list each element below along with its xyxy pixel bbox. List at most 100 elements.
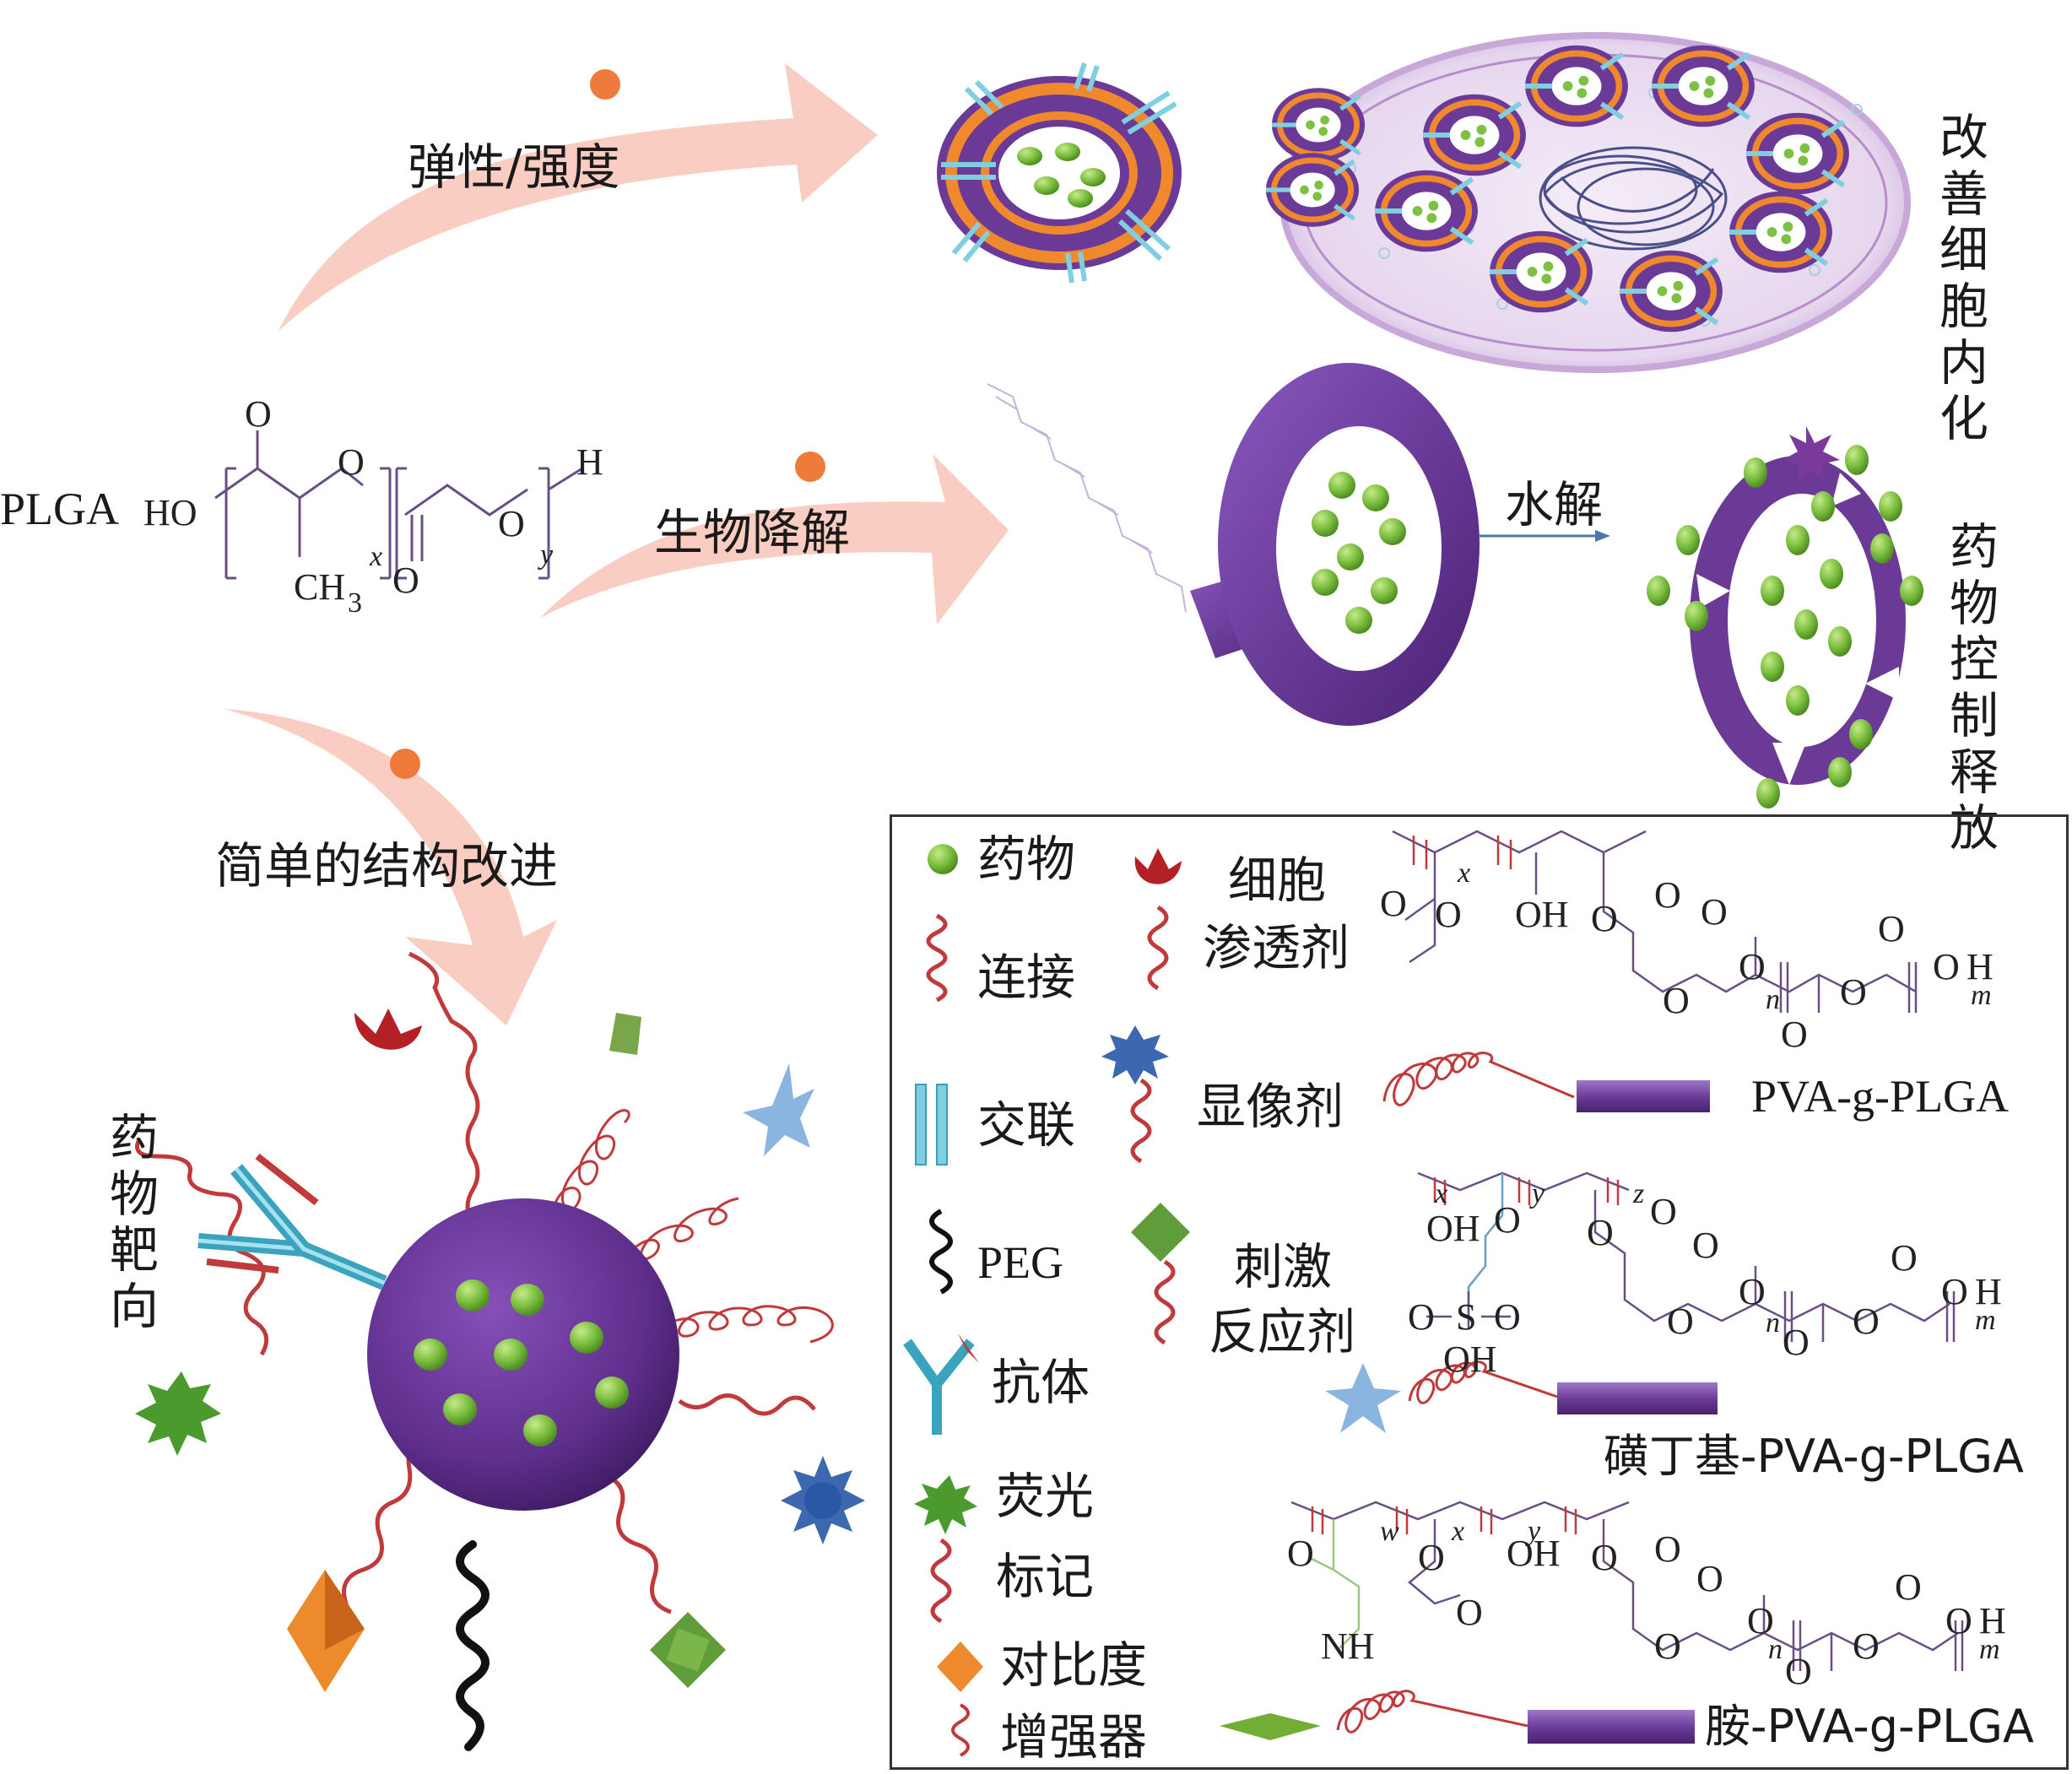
arrow-marker-dot [590,69,620,100]
chem-o: O [1654,1625,1681,1667]
cell [1265,32,1911,373]
cell-penetrant-icon [354,1009,422,1050]
arrow-marker-dot [795,452,825,482]
chem-y: y [1525,1516,1541,1547]
contrast-diamond-icon [937,1641,983,1692]
plga-name: PLGA [0,484,120,534]
chem-m: m [1975,1305,1996,1336]
star-icon [743,1063,814,1156]
chem-o: O [1739,946,1766,987]
imaging-agent-icon [1101,1025,1169,1084]
legend-fluorescent-2: 标记 [996,1548,1095,1605]
plga-atom-labels: HO O O x O CH 3 O y H [143,393,603,619]
crosslink-icon [915,1084,948,1166]
chem-o: O [1494,1296,1521,1338]
chem-o: O [1667,1301,1694,1342]
green-diamond-icon [1220,1713,1321,1740]
chem-o: O [1408,1296,1435,1338]
label-simple-modification: 简单的结构改进 [215,837,559,895]
chem-o: O [1692,1225,1719,1266]
chem-w: w [1380,1516,1399,1547]
chem-o: O [1663,980,1690,1021]
chem-nh: NH [1321,1625,1375,1667]
chem-x: x [1451,1516,1464,1547]
chem-o: O [1783,1322,1810,1363]
arrow-biodegradation [540,452,1009,625]
chem-o: O [1494,1199,1521,1241]
legend-peg: PEG [977,1237,1064,1288]
cell-penetrant-icon [1134,848,1182,884]
chem-o: O [1781,1014,1808,1055]
legend-fluorescent-1: 荧光 [996,1468,1095,1525]
chem-x: x [1457,857,1470,889]
star-icon [1325,1363,1401,1433]
chem-o: O [1853,1301,1880,1342]
plga-tube-particle [1190,363,1480,726]
polymer-pva-g-plga: PVA-g-PLGA [1751,1071,2010,1122]
layered-nanoparticle [937,62,1182,284]
green-square-icon [609,1013,641,1055]
chem-oh: OH [1507,1533,1561,1574]
legend-panel [890,814,2069,1770]
legend-cell-penetrant-1: 细胞 [1228,852,1327,909]
fluorescent-star-icon [135,1371,221,1456]
legend-contrast-1: 对比度 [1000,1636,1148,1694]
chem-o: O [1785,1651,1812,1692]
plga-ch3-sub: 3 [348,587,362,619]
chem-o: O [1650,1191,1677,1232]
legend-contrast-2: 增强器 [1000,1708,1148,1766]
chem-s: S [1456,1296,1476,1338]
chem-h: H [1967,946,1994,987]
legend-drug: 药物 [977,830,1076,888]
label-targeting: 药物 靶向 [110,1109,160,1336]
legend-stimulus-2: 反应剂 [1209,1303,1356,1360]
chem-structures [1290,830,1964,1671]
label-hydrolysis: 水解 [1505,476,1604,533]
multifunctional-nanoparticle [135,951,865,1751]
chem-o: O [1739,1271,1766,1312]
chem-x: x [1434,1178,1447,1209]
plga-o-right: O [498,503,525,544]
arrow-simple-modification [224,709,557,1025]
chem-o: O [1654,874,1681,916]
antibody-targeting [197,1153,387,1290]
peg-chain [456,1540,490,1751]
chem-o: O [1456,1592,1483,1633]
hydrolysis-arrow [1479,530,1610,542]
plga-o-bottom: O [392,560,419,601]
plga-polymer-chain [987,383,1187,613]
chem-o: O [1701,891,1728,933]
chem-n: n [1768,1634,1783,1665]
plga-y: y [538,539,554,571]
chem-o: O [1840,971,1867,1013]
nucleus [1539,146,1728,251]
chem-o: O [1418,1537,1445,1578]
label-internalization: 改善 细胞 内化 [1939,109,1989,448]
chem-z: z [1632,1178,1644,1209]
chem-o: O [1945,1600,1972,1641]
label-controlled-release: 药物 控制 释放 [1950,518,1999,857]
polymer-bars [1220,1052,1718,1744]
legend-cell-penetrant-2: 渗透剂 [1203,919,1350,976]
stimulus-icon [1131,1203,1190,1262]
polymer-amine: 胺-PVA-g-PLGA [1705,1700,2034,1753]
fluorescent-star-icon [914,1475,977,1534]
plga-structure [214,430,583,580]
plga-x: x [369,541,382,572]
chem-o: O [1747,1600,1774,1641]
arrow-elasticity [279,63,878,331]
chem-o: O [1853,1625,1880,1667]
drug-dot-icon [928,844,958,874]
internalized-particles [1265,45,1849,333]
legend-stimulus-1: 刺激 [1234,1238,1333,1295]
plga-h: H [576,441,603,483]
chem-o: O [1878,908,1905,949]
chem-o: O [1654,1528,1681,1570]
label-elasticity: 弹性/强度 [408,138,620,196]
chem-y: y [1529,1178,1545,1209]
chem-m: m [1979,1634,2000,1665]
peg-icon [929,1209,953,1295]
chem-o: O [1696,1558,1723,1599]
chem-o: O [1287,1533,1314,1574]
